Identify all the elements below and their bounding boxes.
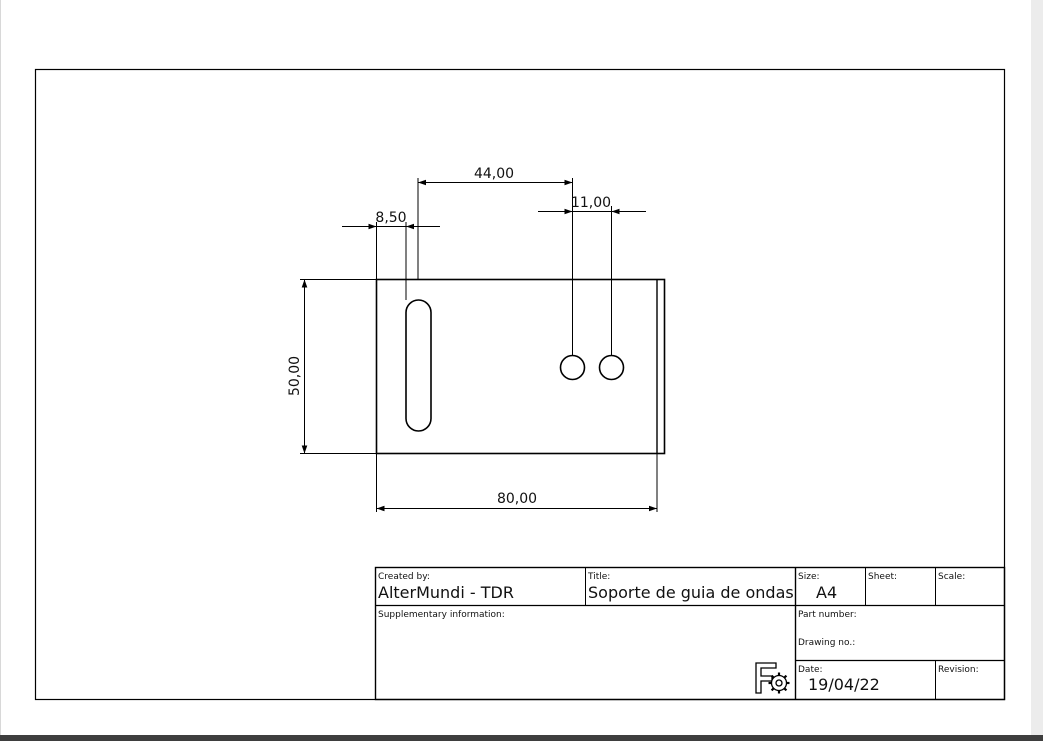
part-outline <box>375 278 666 455</box>
extension-lines <box>300 178 658 512</box>
slot <box>405 299 432 432</box>
dim-text-80: 80,00 <box>497 491 537 507</box>
date-value: 19/04/22 <box>808 675 880 694</box>
title-block <box>374 566 1006 701</box>
title-label: Title: <box>587 572 610 582</box>
sheet-label: Sheet: <box>868 572 897 582</box>
drawing-no-label: Drawing no.: <box>798 638 855 648</box>
hole-left <box>559 354 586 381</box>
date-label: Date: <box>798 665 823 675</box>
dim-text-11: 11,00 <box>571 195 611 211</box>
hole-right <box>598 354 625 381</box>
size-label: Size: <box>798 572 820 582</box>
dim-text-50: 50,00 <box>287 356 303 396</box>
status-bar <box>0 735 1043 741</box>
dim-text-8-50: 8,50 <box>375 210 406 226</box>
dimension-lines <box>301 179 657 512</box>
part-view <box>375 278 666 455</box>
size-value: A4 <box>816 583 837 602</box>
dim-text-44: 44,00 <box>474 166 514 182</box>
part-number-label: Part number: <box>798 610 857 620</box>
scale-label: Scale: <box>938 572 965 582</box>
created-by-value: AlterMundi - TDR <box>378 583 514 602</box>
freecad-logo-icon <box>755 662 790 694</box>
created-by-label: Created by: <box>378 572 430 582</box>
supplementary-info-label: Supplementary information: <box>378 610 505 620</box>
title-value: Soporte de guia de ondas <box>588 583 794 602</box>
revision-label: Revision: <box>938 665 979 675</box>
vertical-scroll-area[interactable] <box>1031 0 1043 735</box>
